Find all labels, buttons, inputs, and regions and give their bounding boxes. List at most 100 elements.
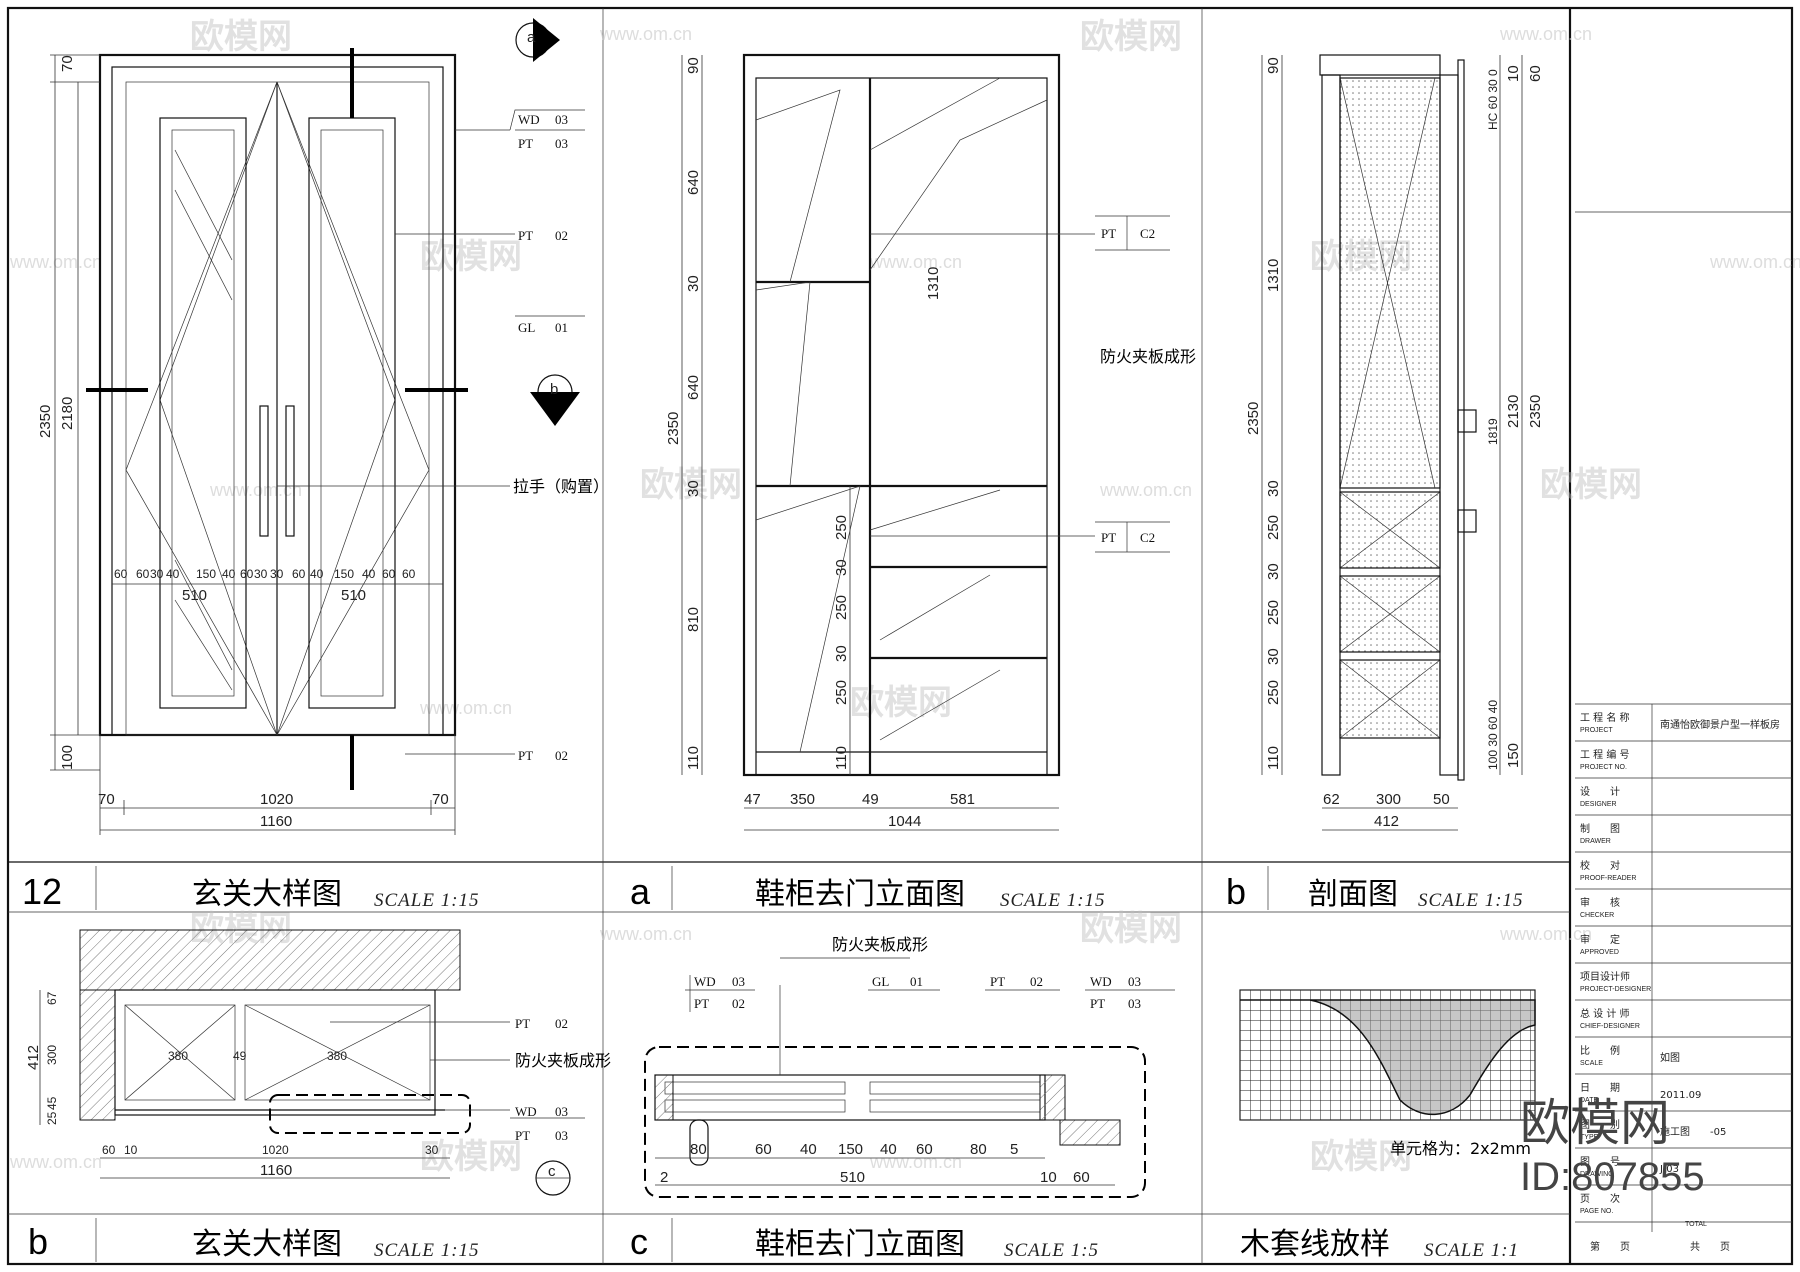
dim-left: 110 [1265, 746, 1282, 770]
watermark-site: www.om.cn [1499, 24, 1592, 44]
dim-bottom: 100 [59, 745, 76, 770]
tb-label: 审 定 [1580, 933, 1620, 946]
tb-label: 校 对 [1580, 859, 1620, 872]
dim-strip-value: 30 [150, 567, 164, 581]
note-fire-board: 防火夹板成形 [832, 935, 928, 954]
dim-left: 90 [1265, 57, 1282, 74]
view-scale: SCALE 1:1 [1424, 1240, 1519, 1261]
watermark-text: 欧模网 [190, 17, 292, 57]
dim-overall: 1160 [260, 813, 292, 830]
view-scale: SCALE 1:5 [1004, 1240, 1099, 1261]
dim-left: 250 [1265, 515, 1282, 540]
code-pt: PT [515, 1016, 530, 1031]
tb-label-en: SCALE [1580, 1060, 1603, 1067]
dim-right-small: HC 60 30 0 [1486, 69, 1500, 130]
dim-left: 25 [45, 1111, 59, 1125]
dim-overall: 412 [1374, 813, 1399, 830]
dim-overall: 60 [1073, 1169, 1090, 1186]
note-fire-board: 防火夹板成形 [1100, 347, 1196, 366]
dim-base-mid: 1020 [260, 791, 293, 808]
code-wd: WD [1090, 974, 1112, 989]
tb-value: J-03 [1659, 1164, 1679, 1175]
dim-strip-value: 30 [254, 567, 268, 581]
watermark-text: 欧模网 [1080, 909, 1182, 949]
code-pt-no: 02 [555, 1016, 568, 1031]
code-gl-no: 01 [555, 320, 568, 335]
tb-label: 工 程 编 号 [1580, 748, 1630, 761]
dim-strip-value: 40 [222, 567, 236, 581]
watermark-text: 欧模网 [1540, 465, 1642, 505]
code-pt-no: 02 [555, 228, 568, 243]
brand-logo: 欧模网 ID:807855 [1520, 1094, 1705, 1199]
watermark-site: www.om.cn [209, 480, 302, 500]
dim-strip-value: 60 [402, 567, 416, 581]
section-marker-a: a [515, 18, 560, 62]
dim-left: 30 [1265, 648, 1282, 665]
tb-label: 比 例 [1580, 1044, 1620, 1057]
tb-label-en: DESIGNER [1580, 801, 1617, 808]
dim-s2: 30 [685, 275, 702, 292]
section-marker-c: c [535, 1160, 571, 1196]
tb-label-en: CHECKER [1580, 912, 1614, 919]
section-marker-b: b [530, 374, 580, 426]
dim-s4: 30 [685, 480, 702, 497]
view-title: 玄关大样图 [192, 877, 342, 912]
dim-strip-value: 40 [310, 567, 324, 581]
note-handle: 拉手（购置） [513, 477, 609, 496]
watermark-site: www.om.cn [419, 698, 512, 718]
code-c2: C2 [1140, 226, 1155, 241]
dim-left-total: 412 [25, 1045, 42, 1070]
watermark-site: www.om.cn [1099, 480, 1192, 500]
svg-text:a: a [527, 29, 536, 46]
dim-inner: 380 [168, 1049, 188, 1063]
dim-base: 80 [970, 1141, 987, 1158]
watermark-text: 欧模网 [1080, 17, 1182, 57]
dim-left-inner: 2180 [59, 397, 76, 430]
code-wd-no: 03 [555, 112, 568, 127]
tb-value: 2011.09 [1660, 1090, 1701, 1101]
dim-overall: 1044 [888, 813, 921, 830]
watermark-site: www.om.cn [9, 252, 102, 272]
code-gl: GL [518, 320, 535, 335]
dim-strip-value: 60 [114, 567, 128, 581]
dim-left: 1310 [1265, 259, 1282, 292]
dim-base: 581 [950, 791, 975, 808]
dim-drawer: 250 [833, 515, 850, 540]
dim-bottom: 110 [685, 746, 702, 770]
tb-label: 图 号 [1580, 1156, 1620, 1168]
dim-strip-value: 40 [166, 567, 180, 581]
dim-base: 40 [800, 1141, 817, 1158]
dim-left: 300 [45, 1045, 59, 1065]
dim-overall: 510 [840, 1169, 865, 1186]
watermark-site: www.om.cn [1499, 924, 1592, 944]
code-pt: PT [990, 974, 1005, 989]
watermark-text: 欧模网 [850, 683, 952, 723]
tb-total-en: TOTAL [1685, 1221, 1707, 1228]
dim-base: 1020 [262, 1143, 289, 1157]
tb-label-en: PROJECT [1580, 727, 1613, 734]
dim-right: 2130 [1505, 395, 1522, 428]
watermark-text: 欧模网 [640, 465, 742, 505]
code-wd: WD [518, 112, 540, 127]
dim-drawer: 30 [833, 645, 850, 662]
tb-page: 第 页 [1590, 1240, 1630, 1253]
view-scale: SCALE 1:15 [1418, 890, 1524, 911]
dim-base: 80 [690, 1141, 707, 1158]
watermark-text: 欧模网 [1310, 1137, 1412, 1177]
tb-label-en: DRAWER [1580, 838, 1611, 845]
dim-base: 5 [1010, 1141, 1018, 1158]
dim-overall: 10 [1040, 1169, 1057, 1186]
brand-name: 欧模网 [1520, 1094, 1670, 1152]
view-tag: b [28, 1221, 48, 1262]
tb-label-en: APPROVED [1580, 949, 1619, 956]
tb-label-en: PROJECT-DESIGNER [1580, 986, 1651, 993]
dim-top: 90 [685, 57, 702, 74]
tb-label: 总 设 计 师 [1580, 1007, 1630, 1020]
view-tag: 12 [22, 871, 62, 912]
dim-right-small: 100 30 60 40 [1486, 700, 1500, 770]
view-b2-plan: 380 49 380 412 67 300 45 25 60 10 1020 3… [25, 929, 611, 1196]
